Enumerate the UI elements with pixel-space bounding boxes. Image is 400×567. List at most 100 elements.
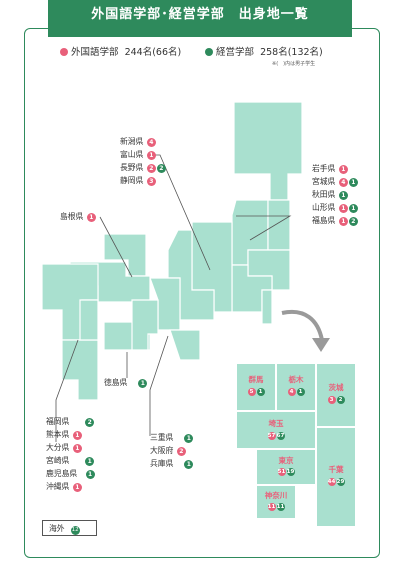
foreign-badge: 2 [176,447,186,456]
business-badge: 1 [348,204,358,213]
pref-name: 沖縄県 [46,482,70,491]
label-hyogo: 兵庫県 1 [150,458,194,470]
pref-name: 岩手県 [312,164,336,173]
map-tohoku-east [267,199,291,251]
business-badge: 19 [286,468,295,476]
kanto-name: 神奈川 [264,491,288,500]
pref-name: 鹿児島県 [46,469,78,478]
business-badge: 1 [138,379,148,388]
kanto-name: 茨城 [328,383,344,392]
abroad-box: 海外 12 [42,520,97,536]
pref-name: 宮崎県 [46,456,70,465]
pref-name: 島根県 [60,212,84,221]
legend-foreign-dot [60,48,68,56]
leader-tohoku [236,215,292,241]
leader-kansai [149,335,169,436]
label-shizuoka: 静岡県 3 [120,175,156,187]
pref-name: 熊本県 [46,430,70,439]
foreign-badge: 1 [72,444,82,453]
foreign-badge: 2 [146,164,156,173]
business-badge: 1 [85,457,95,466]
business-badge: 1 [256,388,265,396]
kanto-name: 群馬 [248,375,264,384]
label-oita: 大分県 1 [46,442,82,454]
leader-shimane [99,216,133,278]
business-badge: 1 [184,434,194,443]
foreign-badge: 1 [338,165,348,174]
foreign-badge: 4 [287,388,296,396]
pref-name: 兵庫県 [150,459,174,468]
pref-name: 富山県 [120,150,144,159]
kanto-kanagawa: 神奈川 1111 [256,485,296,519]
pref-name: 山形県 [312,203,336,212]
label-tokushima: 徳島県 1 [104,377,148,389]
map-boso [261,289,273,325]
foreign-badge: 44 [327,478,336,486]
label-iwate: 岩手県 1 [312,163,348,175]
business-badge: 1 [348,178,358,187]
legend-note: ※( )内は男子学生 [272,61,316,67]
label-okinawa: 沖縄県 1 [46,481,82,493]
map-kyushu-east [79,299,99,341]
business-badge: 2 [85,418,95,427]
label-akita: 秋田県 1 [312,189,348,201]
abroad-label: 海外 [49,524,65,533]
business-badge: 1 [296,388,305,396]
label-shimane: 島根県 1 [60,211,96,223]
map-hokkaido [233,101,303,201]
map-shikoku-east [131,299,159,351]
foreign-badge: 4 [146,138,156,147]
foreign-badge: 1 [338,204,348,213]
foreign-badge: 1 [72,483,82,492]
label-kagoshima: 鹿児島県 1 [46,468,95,480]
foreign-badge: 1 [146,151,156,160]
arrow-head-icon [312,338,330,352]
kanto-saitama: 埼玉 5767 [236,411,316,449]
pref-name: 宮城県 [312,177,336,186]
foreign-badge: 4 [338,178,348,187]
pref-name: 福島県 [312,216,336,225]
kanto-name: 東京 [278,456,294,465]
foreign-badge: 1 [86,213,96,222]
label-kumamoto: 熊本県 1 [46,429,82,441]
business-badge: 12 [70,526,80,535]
kanto-chiba: 千葉 4429 [316,427,356,527]
leader-kyushu [55,339,79,442]
foreign-badge: 1 [338,217,348,226]
foreign-badge: 51 [277,468,286,476]
foreign-badge: 11 [267,503,276,511]
pref-name: 長野県 [120,163,144,172]
map-kansai-north [167,229,215,321]
kanto-name: 千葉 [328,465,344,474]
pref-name: 大分県 [46,443,70,452]
label-toyama: 富山県 1 [120,149,156,161]
pref-name: 大阪府 [150,446,174,455]
arrow-icon [281,309,324,341]
pref-name: 三重県 [150,433,174,442]
legend-business-name: 経営学部 [216,47,255,58]
foreign-badge: 1 [72,431,82,440]
legend-foreign-name: 外国語学部 [71,47,119,58]
business-badge: 1 [338,191,348,200]
kanto-name: 埼玉 [268,419,284,428]
legend-business: 経営学部 258名(132名) [205,44,323,58]
legend-business-dot [205,48,213,56]
foreign-badge: 5 [247,388,256,396]
business-badge: 67 [276,432,285,440]
map-kansai [149,277,181,331]
business-badge: 11 [276,503,285,511]
pref-name: 新潟県 [120,137,144,146]
pref-name: 秋田県 [312,190,336,199]
legend-business-count: 258名(132名) [260,47,323,58]
business-badge: 1 [85,470,95,479]
kanto-name: 栃木 [288,375,304,384]
label-niigata: 新潟県 4 [120,136,156,148]
business-badge: 1 [184,460,194,469]
